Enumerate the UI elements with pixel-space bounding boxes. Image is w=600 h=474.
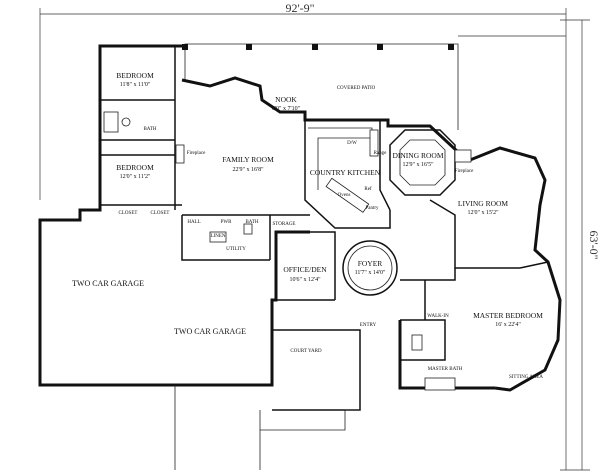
walk-in-label: WALK-IN: [427, 314, 449, 319]
family-room-size: 22'9" x 16'8": [232, 167, 264, 173]
exterior-walls: [38, 44, 562, 392]
dining-room-size: 12'9" x 16'5": [402, 162, 434, 168]
family-fireplace: [175, 144, 185, 164]
dining-room-name: DINING ROOM: [392, 151, 443, 160]
living-room-name: LIVING ROOM: [458, 199, 509, 208]
overall-depth-label: 63'-0": [587, 230, 600, 259]
bedroom-1-name: BEDROOM: [116, 71, 154, 80]
closet-label-2: CLOSET: [151, 211, 170, 216]
bath-label: BATH: [143, 127, 156, 132]
master-bedroom-size: 16' x 22'4": [495, 322, 521, 328]
hall-label: HALL: [187, 220, 200, 225]
living-fireplace: [454, 149, 472, 163]
foyer-circle: [342, 240, 398, 296]
ovens-label: Ovens: [338, 193, 351, 198]
courtyard-steps: [174, 385, 360, 470]
bedroom-2-name: BEDROOM: [116, 163, 154, 172]
family-room-name: FAMILY ROOM: [222, 155, 274, 164]
nook-size: 8'0" x 7'10": [272, 106, 301, 112]
covered-patio-outline: [182, 43, 459, 130]
closet-label-1: CLOSET: [119, 211, 138, 216]
bath-fixtures: [103, 111, 456, 391]
bedroom-2-size: 12'0" x 11'2": [120, 174, 151, 180]
pantry-label: Pantry: [365, 206, 379, 211]
family-fireplace-label: Fireplace: [187, 151, 206, 156]
foyer-size: 11'7" x 14'0": [355, 270, 386, 276]
covered-patio-label: COVERED PATIO: [337, 86, 376, 91]
storage-label: STORAGE: [273, 222, 296, 227]
sitting-area-label: SITTING AREA: [509, 375, 543, 380]
court-yard-label: COURT YARD: [290, 349, 322, 354]
office-den-size: 10'6" x 12'4": [289, 277, 321, 283]
overall-width-label: 92'-9": [285, 1, 314, 15]
bedroom-1-size: 11'8" x 11'0": [120, 82, 151, 88]
dining-octagon: [389, 129, 456, 196]
dimension-lines: [39, 8, 590, 471]
master-bedroom-name: MASTER BEDROOM: [473, 311, 543, 320]
entry-label: ENTRY: [360, 323, 377, 328]
linen-label: LINEN: [211, 234, 226, 239]
living-room-size: 12'0" x 15'2": [467, 210, 499, 216]
master-bath-label: MASTER BATH: [428, 367, 463, 372]
foyer-name: FOYER: [358, 259, 383, 268]
utility-label: UTILITY: [226, 247, 246, 252]
country-kitchen-name: COUNTRY KITCHEN: [310, 168, 381, 177]
dw-label: D/W: [347, 141, 357, 146]
interior-walls: [100, 46, 549, 411]
powder-bath-label: BATH: [245, 220, 258, 225]
garage-label-1: TWO CAR GARAGE: [72, 279, 144, 288]
ref-label: Ref: [364, 187, 372, 192]
garage-label-2: TWO CAR GARAGE: [174, 327, 246, 336]
range-label: Range: [374, 151, 388, 156]
pwr-label: PWR: [221, 220, 233, 225]
nook-name: NOOK: [275, 95, 297, 104]
living-fireplace-label: Fireplace: [455, 169, 474, 174]
office-den-name: OFFICE/DEN: [283, 265, 327, 274]
kitchen-counters: [308, 127, 379, 213]
